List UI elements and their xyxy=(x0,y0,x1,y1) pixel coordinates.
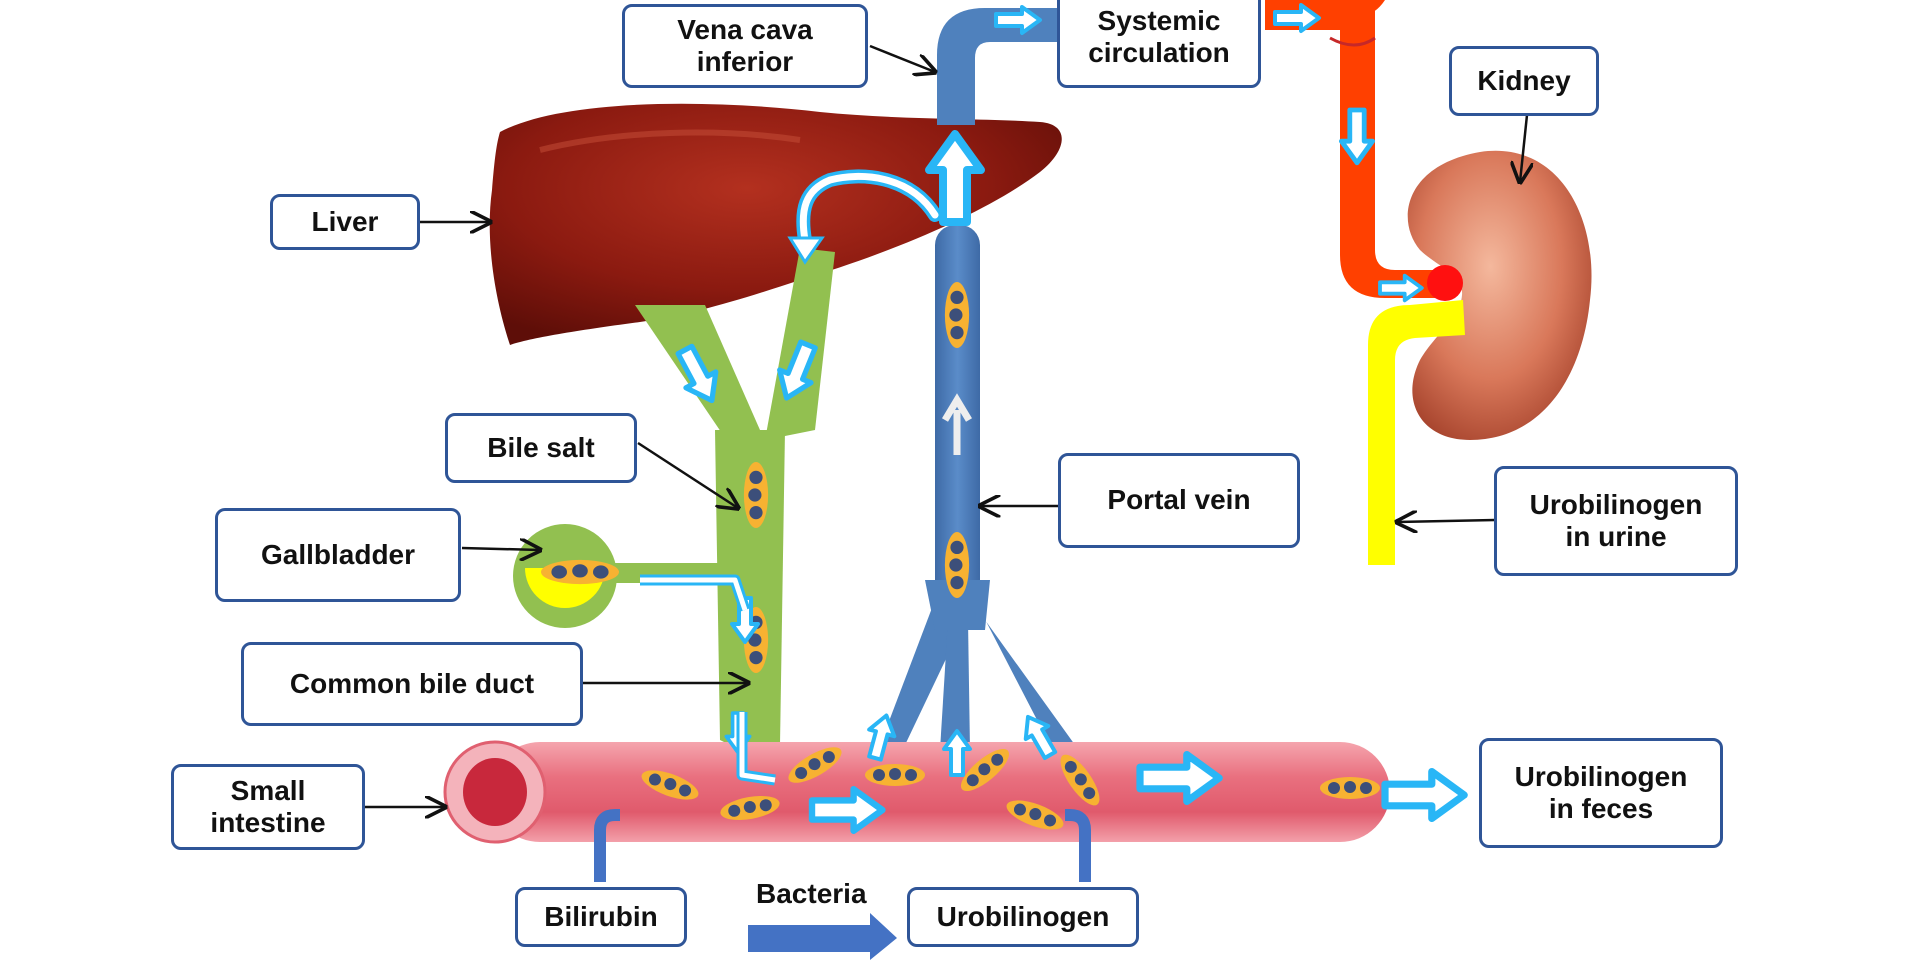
bilirubin-label: Bilirubin xyxy=(515,887,687,947)
small-intestine-organ xyxy=(443,740,1390,844)
kidney-organ xyxy=(1407,150,1592,440)
systemic-circulation-label: Systemic circulation xyxy=(1057,0,1261,88)
liver-organ xyxy=(489,103,1062,345)
urobilinogen-in-urine-label: Urobilinogen in urine xyxy=(1494,466,1738,576)
common-bile-duct-label: Common bile duct xyxy=(241,642,583,726)
small-intestine-label: Small intestine xyxy=(171,764,365,850)
bacteria-label: Bacteria xyxy=(756,878,867,909)
bile-salt-label: Bile salt xyxy=(445,413,637,483)
liver-label: Liver xyxy=(270,194,420,250)
vena-cava-vessel xyxy=(937,8,1060,125)
vena-cava-inferior-label: Vena cava inferior xyxy=(622,4,868,88)
conversion-arrows xyxy=(594,809,1091,960)
kidney-label: Kidney xyxy=(1449,46,1599,116)
portal-vein-vessel xyxy=(880,225,1075,750)
renal-junction xyxy=(1427,265,1463,301)
urobilinogen-label: Urobilinogen xyxy=(907,887,1139,947)
bacteria-arrow xyxy=(748,913,897,960)
gallbladder-label: Gallbladder xyxy=(215,508,461,602)
portal-vein-label: Portal vein xyxy=(1058,453,1300,548)
flow-arrows xyxy=(640,3,1464,831)
pointer-lines xyxy=(365,44,1527,807)
ureter-urine xyxy=(1368,300,1465,565)
urobilinogen-in-feces-label: Urobilinogen in feces xyxy=(1479,738,1723,848)
